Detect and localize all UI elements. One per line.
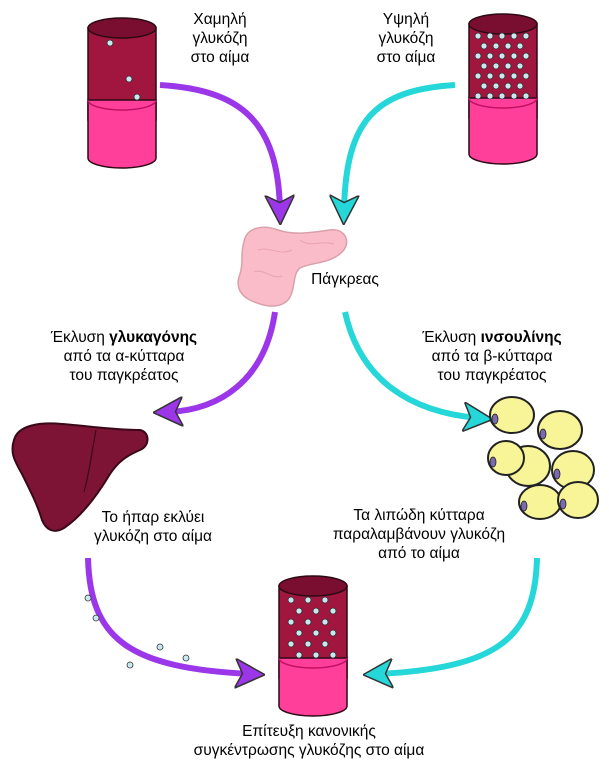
fat-cells-label: Τα λιπώδη κύτταρα παραλαμβάνουν γλυκόζη … bbox=[283, 506, 555, 563]
pancreas-label: Πάγκρεας bbox=[290, 270, 400, 289]
glucagon-hormone-name: γλυκαγόνης bbox=[109, 329, 197, 346]
high-glucose-label: Υψηλή γλυκόζη στο αίμα bbox=[350, 10, 462, 67]
arrow-fat-cells-to-blood bbox=[378, 558, 537, 674]
arrow-liver-to-blood bbox=[88, 558, 250, 674]
pancreas-illustration bbox=[238, 227, 347, 306]
blood-vessel-high-glucose bbox=[469, 14, 537, 164]
low-glucose-label: Χαμηλή γλυκόζη στο αίμα bbox=[164, 10, 276, 67]
blood-vessel-low-glucose bbox=[88, 18, 156, 168]
insulin-hormone-name: ινσουλίνης bbox=[481, 329, 562, 346]
glucagon-release-label: Έκλυση γλυκαγόνης από τα α-κύτταρα του π… bbox=[4, 328, 244, 385]
arrow-high-glucose-to-pancreas bbox=[344, 85, 455, 210]
liver-label: Το ήπαρ εκλύει γλυκόζη στο αίμα bbox=[68, 508, 238, 546]
blood-vessel-normal-glucose bbox=[279, 576, 347, 716]
fat-cells-cluster bbox=[488, 397, 598, 519]
result-label: Επίτευξη κανονικής συγκέντρωσης γλυκόζης… bbox=[154, 722, 464, 760]
insulin-release-label: Έκλυση ινσουλίνης από τα β-κύτταρα του π… bbox=[375, 328, 609, 385]
released-glucose-dots bbox=[85, 595, 189, 668]
arrow-low-glucose-to-pancreas bbox=[160, 85, 280, 210]
